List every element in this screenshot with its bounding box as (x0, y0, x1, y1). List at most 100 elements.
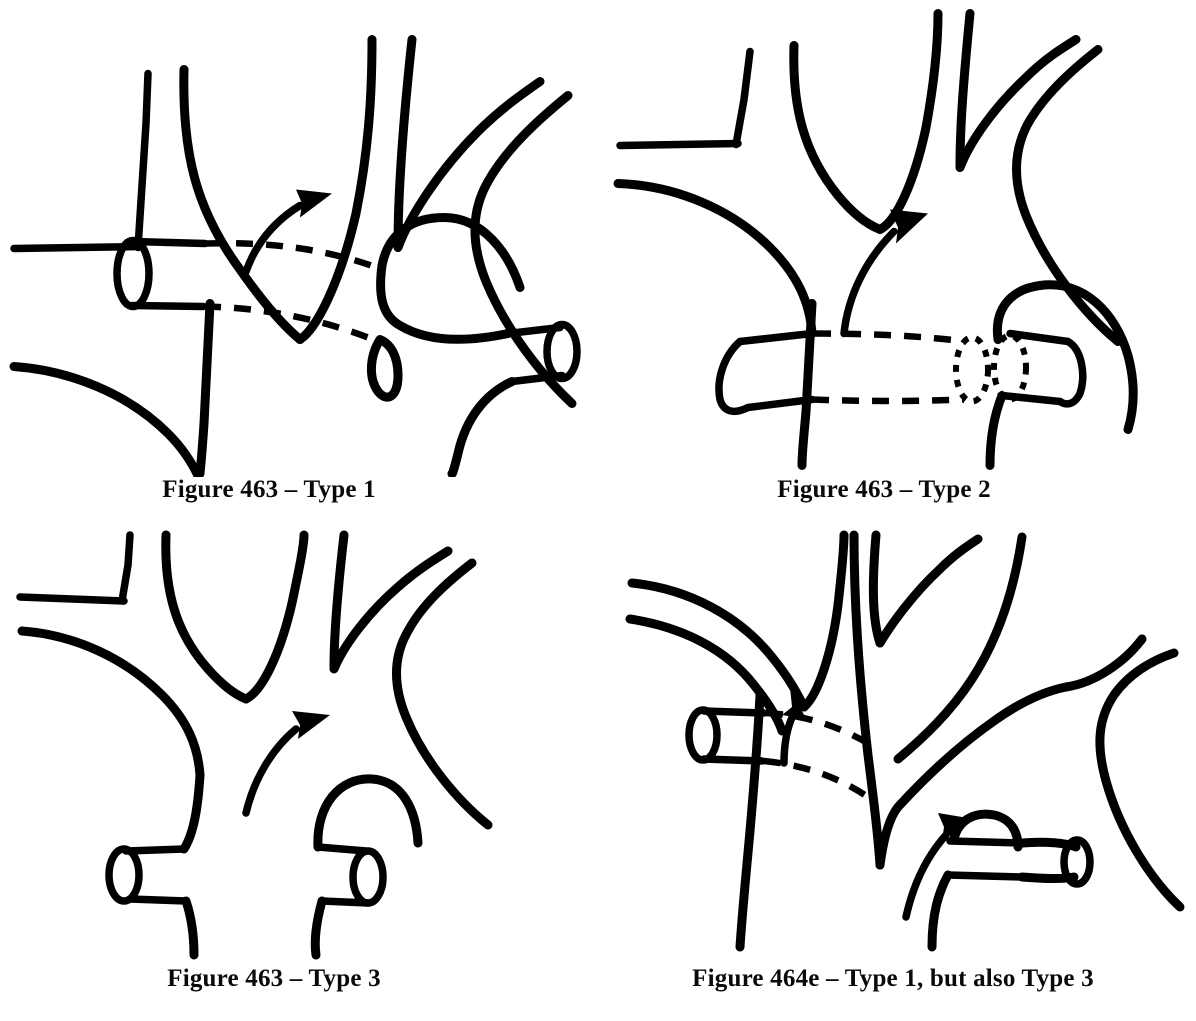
dashed-tube-bottom-wall (811, 396, 965, 405)
panel-artwork-type-3 (0, 524, 598, 966)
stump-right-cut-face-ellipse (349, 847, 387, 907)
vessel-right-stump-tail (310, 896, 327, 960)
vessel-central-outer-branch (875, 534, 983, 648)
stump-left-bottom-wall (128, 301, 207, 311)
panel-artwork-type-1 (0, 0, 598, 477)
vessel-left-vertical-limb (134, 69, 152, 252)
figure-panel-type-464e: Figure 464e – Type 1, but also Type 3 (598, 524, 1196, 1021)
dotted-ring-first (953, 334, 991, 405)
stump-left-bottom-wall (126, 895, 190, 905)
flow-arrow-shaft (242, 201, 304, 276)
vessel-left-oblique-limb (9, 362, 204, 477)
stump-right-top-wall (1006, 329, 1072, 346)
stump-left-cut-face-ellipse (113, 236, 153, 311)
vessel-left-horizontal-stub (10, 242, 144, 253)
dashed-tube-top-wall (813, 330, 967, 345)
stump-left-top-wall (736, 329, 816, 346)
vessel-right-arch-descending (392, 558, 493, 830)
vessel-left-oblique-limb (613, 179, 817, 338)
stump-right-cut-face-ellipse (543, 320, 581, 383)
dashed-hidden-segment-bottom (203, 303, 380, 345)
stump-right-cut-face (1056, 337, 1087, 408)
vessel-descending-lower (797, 407, 811, 470)
vessel-descending-upper (199, 299, 215, 428)
vessel-upper-left-branch-a (627, 578, 809, 712)
vessel-left-trunk (179, 65, 305, 344)
flow-arrow-one-shaft (780, 709, 798, 767)
stump-left-top-wall (700, 707, 768, 717)
aortic-arch-drawing-type-1 (9, 35, 581, 477)
flow-arrow-two-head (938, 813, 974, 841)
aortic-arch-drawing-type-3 (16, 530, 493, 960)
vessel-central-left-branch (799, 530, 849, 712)
figure-panel-type-2: Figure 463 – Type 2 (598, 0, 1196, 524)
vessel-right-arch-descending (1012, 45, 1123, 346)
vessel-left-horizontal-stub (16, 593, 128, 605)
panel-caption-type-1: Figure 463 – Type 1 (162, 476, 376, 503)
stump-left-cut-face-ellipse (105, 845, 143, 905)
panel-caption-type-464e: Figure 464e – Type 1, but also Type 3 (692, 965, 1094, 992)
vessel-right-arch-upper (893, 682, 1071, 812)
panel-caption-type-3: Figure 463 – Type 3 (167, 965, 381, 992)
flow-arrow-head (296, 189, 332, 218)
vessel-left-trunk (789, 41, 885, 234)
stump-right-top-wall (314, 843, 370, 855)
stump-right-top-wall (946, 837, 1026, 847)
vessel-right-arch-inner (893, 532, 1027, 764)
aortic-arch-drawing-type-464e (625, 530, 1185, 952)
dashed-hidden-segment-top (205, 239, 384, 273)
figure-panel-type-3: Figure 463 – Type 3 (0, 524, 598, 1021)
vessel-descending-upper (801, 299, 817, 416)
stump-left-cut-face (715, 337, 752, 416)
flow-arrow-shaft (840, 227, 898, 338)
stump-left-bottom-wall (744, 395, 816, 412)
dashed-hidden-segment-top (765, 709, 876, 750)
vessel-left-stump-tail (181, 896, 199, 960)
dotted-ring-second (991, 332, 1029, 403)
figure-panel-type-1: Figure 463 – Type 1 (0, 0, 598, 524)
flow-arrow-head (292, 711, 330, 739)
vessel-right-outer-branch (955, 35, 1081, 172)
panel-artwork-type-2 (598, 0, 1196, 477)
vessel-right-outer-branch (329, 546, 453, 674)
panel-artwork-type-464e (598, 524, 1196, 966)
stump-left-cut-face-ellipse (685, 706, 721, 764)
aortic-arch-drawing-type-2 (613, 9, 1138, 470)
flow-arrow-head (890, 209, 928, 244)
vessel-right-stump-tail (927, 870, 953, 952)
vessel-left-trunk (161, 530, 251, 704)
vessel-right-blind-arc (313, 774, 423, 852)
vessel-left-descending-lower (735, 826, 755, 952)
vessel-left-vertical-limb (118, 531, 134, 605)
vessel-right-upper-stub (1061, 634, 1147, 692)
vessel-right-descending (447, 377, 517, 477)
flow-arrow-one-head (782, 687, 806, 719)
vessel-small-loop (367, 335, 403, 402)
stump-left-top-wall (122, 845, 188, 855)
vessel-right-stump-tube-top (1017, 837, 1081, 852)
vessel-left-horizontal-stub (616, 139, 742, 150)
vessel-descending-tip-left (875, 802, 903, 870)
stump-left-top-wall (130, 237, 209, 248)
vessel-right-loop-arc (377, 213, 525, 292)
stump-left-bottom-wall (700, 755, 766, 765)
stump-right-cut-face-ellipse (1060, 836, 1094, 888)
panel-caption-type-2: Figure 463 – Type 2 (777, 476, 991, 503)
vessel-central-branch (241, 530, 309, 704)
vessel-right-inner-branch (393, 35, 417, 250)
vessel-left-descending (179, 770, 205, 854)
vessel-right-inner-branch (955, 9, 975, 170)
vessel-central-inner-branch (868, 530, 885, 648)
flow-arrow-two-shaft (902, 831, 950, 921)
vessel-central-branch (875, 9, 943, 234)
vessel-right-arch-descending (1095, 648, 1185, 912)
vessel-right-loop-arc (992, 280, 1138, 434)
vessel-left-vertical-limb (732, 47, 754, 149)
dashed-hidden-segment-bottom (763, 757, 870, 800)
vessel-right-descending (985, 391, 1007, 470)
flow-arrow-shaft (242, 725, 300, 817)
stump-right-bottom-wall (944, 871, 1026, 881)
vessel-left-oblique-limb (17, 626, 205, 780)
vessel-central-branch (295, 35, 377, 344)
